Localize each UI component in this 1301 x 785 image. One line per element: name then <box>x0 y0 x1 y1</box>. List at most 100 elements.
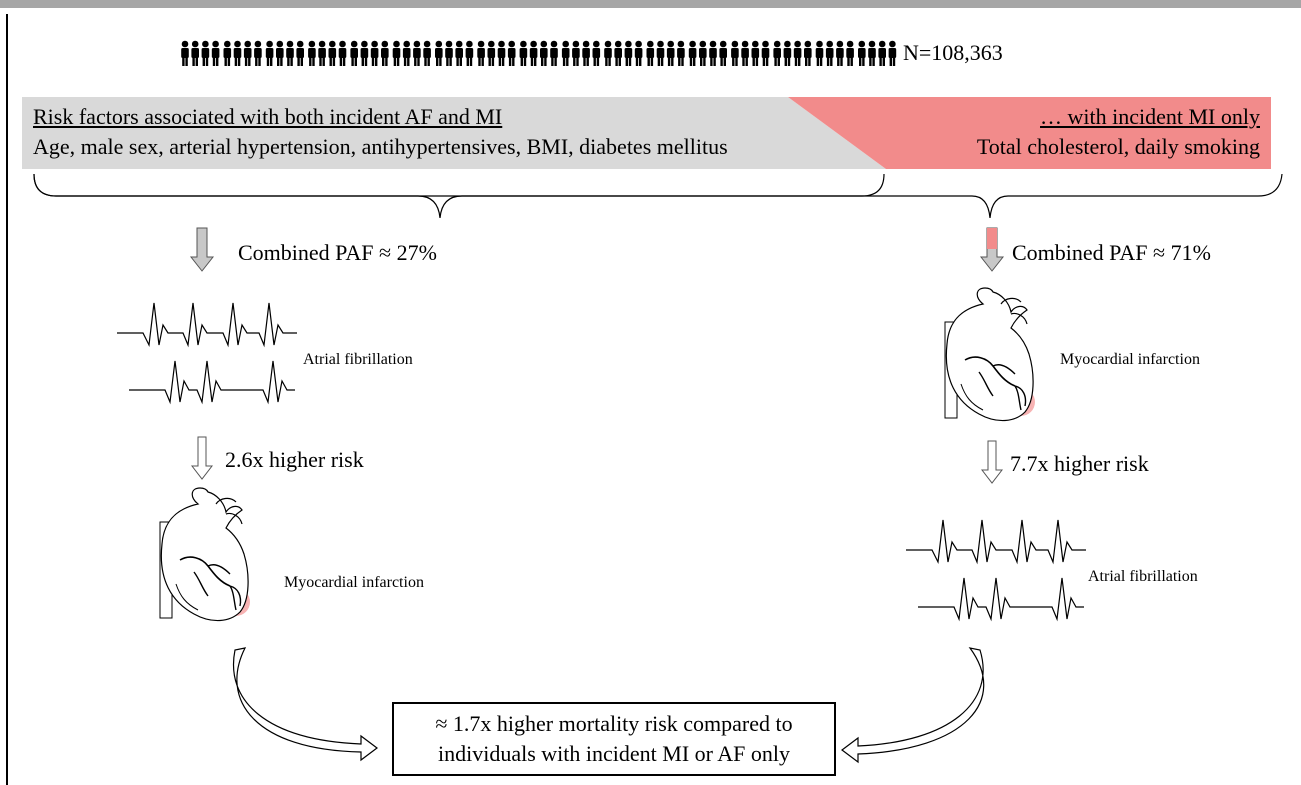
person-icon <box>381 40 389 66</box>
down-arrow-outline-icon <box>190 436 214 480</box>
right-first-event-label: Myocardial infarction <box>1060 351 1200 368</box>
person-icon <box>868 40 876 66</box>
left-paf-label: Combined PAF ≈ 27% <box>238 240 437 265</box>
person-icon <box>413 40 421 66</box>
left-second-event-label: Myocardial infarction <box>284 574 424 591</box>
sample-size-label: N=108,363 <box>903 40 1003 65</box>
person-icon <box>328 40 337 66</box>
brace-all <box>33 173 1283 219</box>
person-icon <box>634 40 643 66</box>
person-icon <box>435 40 443 66</box>
person-icon <box>858 40 866 66</box>
left-first-event-label: Atrial fibrillation <box>303 351 413 368</box>
person-icon <box>751 40 760 66</box>
person-icon <box>540 40 548 66</box>
person-icon <box>699 40 707 66</box>
atrial-fibrillation-ecg-icon <box>117 302 297 405</box>
person-icon <box>719 40 727 66</box>
curved-arrow-left-icon <box>233 647 378 762</box>
person-icon <box>888 40 897 66</box>
person-icon <box>825 40 834 66</box>
frame-left-line <box>6 14 8 785</box>
person-icon <box>688 40 697 66</box>
person-icon <box>878 40 886 66</box>
shared-risk-list: Age, male sex, arterial hypertension, an… <box>33 134 728 159</box>
left-risk-label: 2.6x higher risk <box>225 447 364 472</box>
person-icon <box>793 40 802 66</box>
person-icon <box>211 40 220 66</box>
person-icon <box>656 40 665 66</box>
person-icon <box>846 40 854 66</box>
person-icon <box>233 40 242 66</box>
heart-infarction-icon <box>159 487 250 622</box>
person-icon <box>572 40 580 66</box>
mi-only-risk-title: … with incident MI only <box>1040 104 1260 129</box>
down-arrow-icon <box>189 227 215 272</box>
person-icon <box>646 40 655 66</box>
person-icon <box>455 40 463 66</box>
person-icon <box>350 40 358 66</box>
person-icon <box>761 40 770 66</box>
right-second-event-label: Atrial fibrillation <box>1088 568 1198 585</box>
person-icon <box>741 40 749 66</box>
person-icon <box>529 40 538 66</box>
person-icon <box>465 40 474 66</box>
right-paf-label: Combined PAF ≈ 71% <box>1012 240 1211 265</box>
person-icon <box>783 40 792 66</box>
person-icon <box>592 40 601 66</box>
person-icon <box>286 40 294 66</box>
person-icon <box>731 40 739 66</box>
banner-mi-only-region <box>788 97 1271 169</box>
person-icon <box>836 40 844 66</box>
person-icon <box>666 40 675 66</box>
person-icon <box>338 40 347 66</box>
person-icon <box>276 40 284 66</box>
person-icon <box>296 40 304 66</box>
people-crowd-icon <box>181 40 897 66</box>
mi-only-risk-list: Total cholesterol, daily smoking <box>976 134 1260 159</box>
person-icon <box>614 40 622 66</box>
risk-factor-banner <box>22 97 1271 169</box>
person-icon <box>709 40 717 66</box>
person-icon <box>773 40 781 66</box>
person-icon <box>815 40 824 66</box>
person-icon <box>191 40 199 66</box>
atrial-fibrillation-ecg-icon <box>906 519 1086 622</box>
person-icon <box>243 40 252 66</box>
person-icon <box>561 40 570 66</box>
person-icon <box>360 40 369 66</box>
person-icon <box>624 40 633 66</box>
shared-risk-title: Risk factors associated with both incide… <box>33 104 503 129</box>
person-icon <box>318 40 326 66</box>
person-icon <box>604 40 612 66</box>
down-arrow-mi-icon <box>979 227 1005 272</box>
outcome-line-1: ≈ 1.7x higher mortality risk compared to <box>435 711 793 736</box>
person-icon <box>497 40 506 66</box>
banner-shared-region <box>22 97 886 169</box>
person-icon <box>445 40 453 66</box>
person-icon <box>507 40 516 66</box>
person-icon <box>181 40 189 66</box>
top-border-bar <box>0 0 1301 8</box>
down-arrow-outline-icon <box>980 440 1004 484</box>
person-icon <box>677 40 685 66</box>
person-icon <box>402 40 411 66</box>
right-risk-label: 7.7x higher risk <box>1010 451 1149 476</box>
person-icon <box>423 40 431 66</box>
person-icon <box>392 40 401 66</box>
mortality-outcome-box: ≈ 1.7x higher mortality risk compared to… <box>392 702 836 776</box>
person-icon <box>265 40 274 66</box>
person-icon <box>223 40 232 66</box>
curved-arrow-right-icon <box>841 647 985 764</box>
person-icon <box>550 40 558 66</box>
heart-infarction-icon <box>944 287 1035 422</box>
person-icon <box>254 40 262 66</box>
person-icon <box>487 40 496 66</box>
person-icon <box>582 40 590 66</box>
person-icon <box>370 40 379 66</box>
outcome-line-2: individuals with incident MI or AF only <box>438 741 790 766</box>
person-icon <box>308 40 316 66</box>
person-icon <box>804 40 812 66</box>
person-icon <box>477 40 485 66</box>
person-icon <box>201 40 210 66</box>
